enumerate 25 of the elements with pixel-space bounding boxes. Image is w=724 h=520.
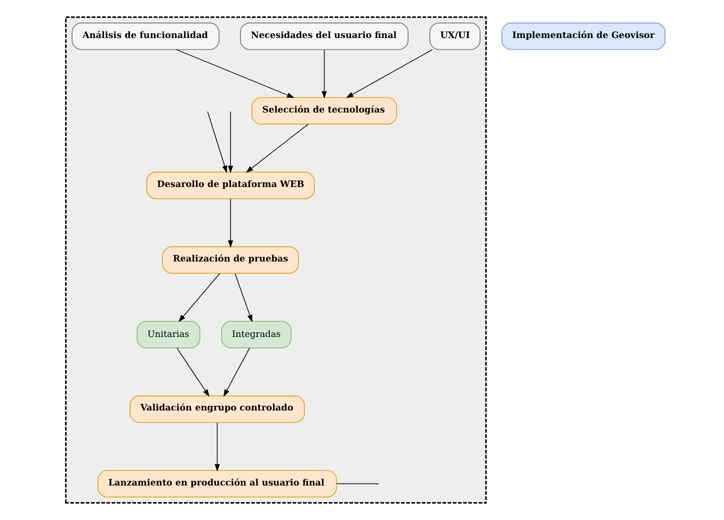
arrow <box>321 49 326 99</box>
node-box: Implementación de Geovisor <box>501 22 665 50</box>
node-box: Integradas <box>220 320 291 348</box>
arrow <box>176 348 209 397</box>
node-box: UX/UI <box>429 22 480 50</box>
arrow <box>175 49 294 98</box>
arrow <box>222 348 250 397</box>
cluster <box>64 16 486 504</box>
node-box: Unitarias <box>136 320 200 348</box>
node-box: Necesidades del usuario final <box>240 22 408 50</box>
arrow <box>227 198 233 248</box>
arrow <box>206 111 227 174</box>
arrow <box>227 111 233 174</box>
arrow <box>214 422 220 472</box>
arrow <box>234 273 252 322</box>
node-box: Lanzamiento en producción al usuario final <box>97 470 336 498</box>
arrow <box>178 273 220 322</box>
node-box: Validación engrupo controlado <box>129 396 304 423</box>
arrow <box>245 124 308 173</box>
node-box: Realización de pruebas <box>162 246 298 274</box>
node-box: Selección de tecnologías <box>251 97 397 124</box>
arrow <box>345 49 432 98</box>
connector <box>336 483 378 484</box>
node-box: Análisis de funcionalidad <box>71 22 219 50</box>
node-box: Desarollo de plataforma WEB <box>146 172 314 200</box>
